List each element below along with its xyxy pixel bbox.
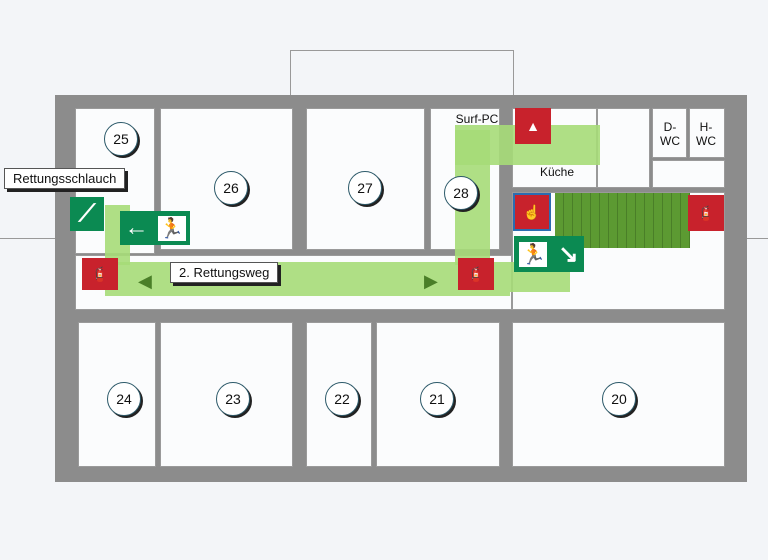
room-number-26: 26 — [214, 171, 248, 205]
d-wc-label: D-WC — [660, 120, 680, 148]
room-number-24: 24 — [107, 382, 141, 416]
surf-pc-label: Surf-PC — [455, 112, 499, 126]
escape-route-corridor — [105, 262, 510, 296]
roof-outline — [290, 50, 514, 96]
emergency-exit-left-sign: ←🏃 — [120, 211, 190, 245]
wc-women — [652, 108, 687, 158]
room-number-20: 20 — [602, 382, 636, 416]
arrow-left-icon: ← — [124, 214, 149, 241]
emergency-exit-icon: 🏃 — [157, 215, 186, 241]
wc-hall — [652, 160, 725, 188]
arrow-down-right-icon: ↘ — [558, 240, 579, 268]
room-number-27: 27 — [348, 171, 382, 205]
fire-alarm-button-icon: ☝ — [513, 193, 551, 231]
room-number-25: 25 — [104, 122, 138, 156]
fire-extinguisher-icon: 🧯 — [688, 195, 724, 231]
fire-blanket-icon: ▲ — [515, 108, 551, 144]
ground-line — [745, 238, 768, 239]
room-number-21: 21 — [420, 382, 454, 416]
h-wc-label: H-WC — [696, 120, 716, 148]
rettungsschlauch-label: Rettungsschlauch — [4, 168, 126, 189]
direction-arrow-icon: ▶ — [424, 271, 438, 291]
ground-line — [0, 238, 60, 239]
emergency-exit-right-sign: 🏃↘ — [514, 236, 584, 272]
room-number-22: 22 — [325, 382, 359, 416]
escape-chute-icon: ⟋ — [70, 197, 104, 231]
room-number-28: 28 — [444, 176, 478, 210]
kueche-label: Küche — [540, 165, 575, 179]
emergency-exit-icon: 🏃 — [519, 241, 548, 267]
rettungsweg-label: 2. Rettungsweg — [170, 262, 279, 283]
wc-men — [689, 108, 725, 158]
fire-extinguisher-icon: 🧯 — [458, 258, 494, 290]
room-number-23: 23 — [216, 382, 250, 416]
stair-hall — [597, 108, 650, 188]
fire-extinguisher-icon: 🧯 — [82, 258, 118, 290]
direction-arrow-icon: ◀ — [138, 271, 152, 291]
